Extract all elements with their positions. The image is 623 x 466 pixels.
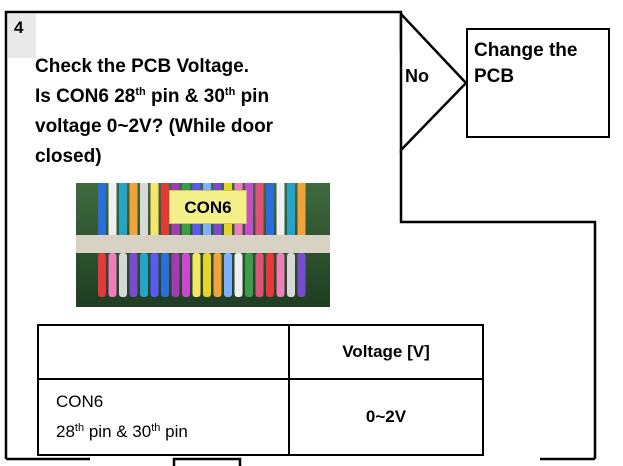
photo-con6-label: CON6 bbox=[169, 190, 247, 224]
voltage-value-cell: 0~2V bbox=[289, 379, 483, 455]
wire-top bbox=[130, 183, 138, 235]
wire-top bbox=[109, 183, 117, 235]
table-row: CON6 28th pin & 30th pin 0~2V bbox=[38, 379, 483, 455]
action-line-2: PCB bbox=[474, 64, 608, 90]
question-line-2: Is CON6 28th pin & 30th pin bbox=[35, 82, 365, 112]
wire-bottom bbox=[266, 253, 274, 297]
wire-top bbox=[256, 183, 264, 235]
no-branch-label: No bbox=[405, 66, 429, 87]
wire-top bbox=[298, 183, 306, 235]
header-empty-cell bbox=[38, 325, 289, 379]
step-number: 4 bbox=[8, 14, 36, 58]
wire-bottom bbox=[203, 253, 211, 297]
action-line-1: Change the bbox=[474, 38, 608, 64]
wire-top bbox=[119, 183, 127, 235]
pin-cell: CON6 28th pin & 30th pin bbox=[38, 379, 289, 455]
wire-bottom bbox=[151, 253, 159, 297]
wire-bottom bbox=[214, 253, 222, 297]
wire-bottom bbox=[140, 253, 148, 297]
wire-bottom bbox=[98, 253, 106, 297]
question-line-4: closed) bbox=[35, 142, 365, 172]
wire-bottom bbox=[193, 253, 201, 297]
check-question: Check the PCB Voltage. Is CON6 28th pin … bbox=[35, 52, 365, 172]
wire-top bbox=[140, 183, 148, 235]
question-line-1: Check the PCB Voltage. bbox=[35, 52, 365, 82]
pin-cell-line-1: CON6 bbox=[56, 387, 287, 417]
wire-bottom bbox=[161, 253, 169, 297]
wire-top bbox=[98, 183, 106, 235]
pin-cell-line-2: 28th pin & 30th pin bbox=[56, 417, 287, 447]
wire-top bbox=[266, 183, 274, 235]
wire-bottom bbox=[119, 253, 127, 297]
voltage-table: Voltage [V] CON6 28th pin & 30th pin 0~2… bbox=[37, 324, 484, 456]
wire-top bbox=[151, 183, 159, 235]
action-text: Change the PCB bbox=[474, 38, 608, 90]
question-line-3: voltage 0~2V? (While door bbox=[35, 112, 365, 142]
wire-bottom bbox=[109, 253, 117, 297]
wire-top bbox=[287, 183, 295, 235]
table-header-row: Voltage [V] bbox=[38, 325, 483, 379]
wire-bottom bbox=[287, 253, 295, 297]
wire-bottom bbox=[182, 253, 190, 297]
wire-bottom bbox=[224, 253, 232, 297]
wire-bottom bbox=[245, 253, 253, 297]
next-step-connector bbox=[174, 459, 240, 466]
wire-top bbox=[277, 183, 285, 235]
wire-bottom bbox=[172, 253, 180, 297]
wire-bottom bbox=[130, 253, 138, 297]
wire-bottom bbox=[256, 253, 264, 297]
header-voltage: Voltage [V] bbox=[289, 325, 483, 379]
wire-top bbox=[161, 183, 169, 235]
wire-bottom bbox=[235, 253, 243, 297]
wire-bottom bbox=[298, 253, 306, 297]
wire-bottom bbox=[277, 253, 285, 297]
